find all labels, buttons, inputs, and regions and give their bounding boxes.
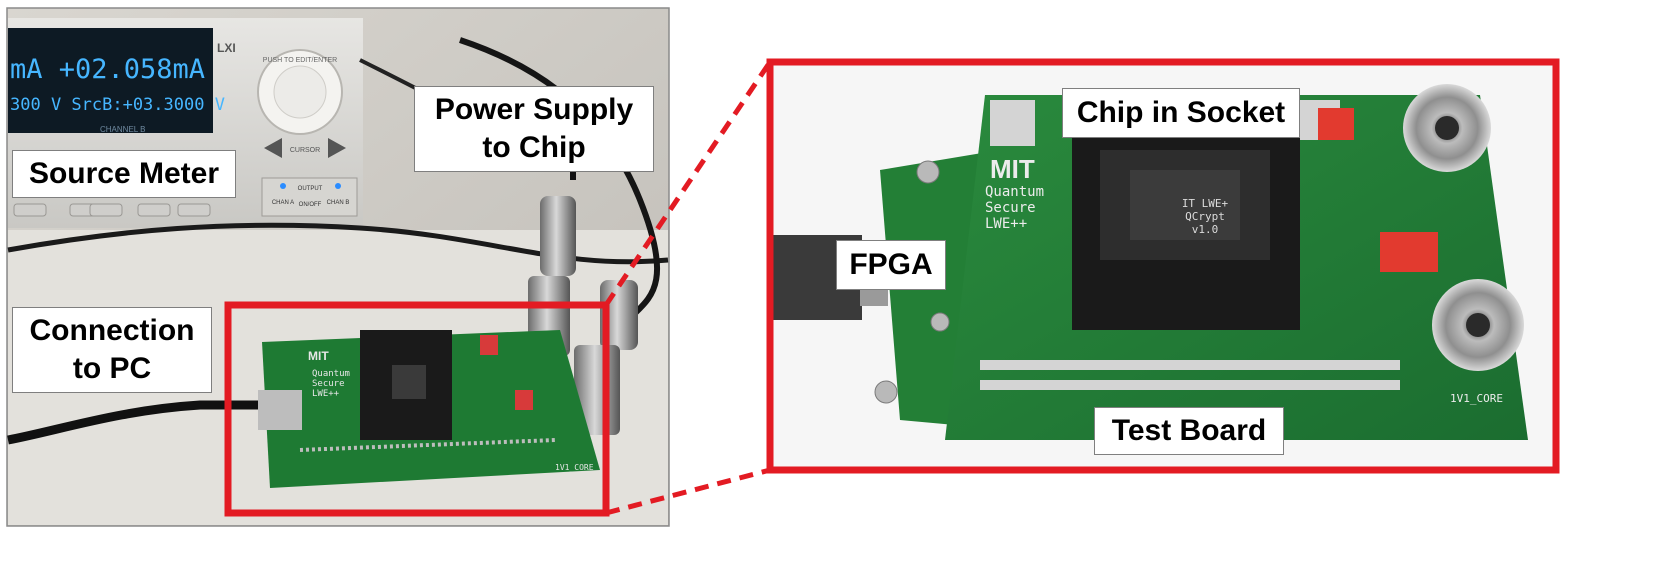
- chip-text-1: IT LWE+: [1182, 197, 1229, 210]
- left-test-board: MIT Quantum Secure LWE++ 1V1_CORE: [258, 330, 600, 488]
- label-chip-in-socket-text: Chip in Socket: [1076, 96, 1286, 129]
- label-power-supply-line2: to Chip: [482, 131, 586, 164]
- usb-cable: [7, 400, 258, 445]
- board-logo: MIT: [990, 154, 1035, 184]
- label-source-meter-text: Source Meter: [28, 157, 220, 190]
- left-board-text-1: Quantum: [312, 369, 350, 379]
- chan-b-label: CHAN B: [327, 200, 350, 206]
- chip-text-2: QCrypt: [1185, 210, 1225, 223]
- meter-screen: [8, 28, 213, 133]
- board-text-2: Secure: [985, 200, 1036, 216]
- label-connection-pc: Connection to PC: [12, 307, 212, 393]
- chip-text-3: v1.0: [1192, 223, 1219, 236]
- highlight-box-right: [766, 58, 1560, 474]
- cursor-label: CURSOR: [290, 147, 320, 154]
- label-connection-line1: Connection: [29, 314, 195, 347]
- board-text-1: Quantum: [985, 184, 1044, 200]
- label-test-board-text: Test Board: [1111, 414, 1267, 447]
- source-meter-device: mA +02.058mA 300 V SrcB:+03.3000 V CHANN…: [8, 18, 363, 228]
- label-fpga-text: FPGA: [849, 248, 933, 281]
- label-fpga: FPGA: [836, 240, 946, 290]
- meter-readout-1: mA +02.058mA: [10, 54, 205, 85]
- output-label: OUTPUT: [298, 186, 323, 192]
- usb-connector: [258, 390, 302, 430]
- jumper-1: [1318, 108, 1354, 140]
- jumper-2: [1380, 232, 1438, 272]
- arrow-right-icon: [328, 138, 346, 158]
- zoom-line-top: [603, 60, 773, 307]
- meter-brand: LXI: [217, 41, 236, 55]
- chan-a-label: CHAN A: [272, 200, 294, 206]
- screw-bottom: [874, 380, 898, 404]
- meter-readout-2: 300 V SrcB:+03.3000 V: [10, 95, 225, 115]
- on-off-label: ON/OFF: [299, 202, 322, 208]
- meter-channel-label: CHANNEL B: [100, 125, 146, 134]
- label-source-meter: Source Meter: [12, 150, 236, 198]
- screw-top: [916, 160, 940, 184]
- chan-a-led: [280, 183, 286, 189]
- zoom-line-bottom: [605, 467, 771, 516]
- left-board-core-label: 1V1_CORE: [555, 463, 594, 472]
- left-board-text-2: Secure: [312, 379, 345, 389]
- knob-caption: PUSH TO EDIT/ENTER: [263, 57, 337, 64]
- highlight-box-left: [224, 301, 610, 517]
- label-power-supply-line1: Power Supply: [434, 93, 634, 126]
- label-chip-in-socket: Chip in Socket: [1062, 88, 1300, 138]
- right-zoom-photo: IT LWE+ QCrypt v1.0 MIT Quantum Secure L…: [770, 62, 1556, 470]
- left-board-text-3: LWE++: [312, 389, 340, 399]
- board-core-label: 1V1_CORE: [1450, 392, 1503, 405]
- left-board-logo: MIT: [308, 349, 329, 363]
- label-test-board: Test Board: [1094, 407, 1284, 455]
- meter-button-row: [13, 203, 211, 217]
- board-text-3: LWE++: [985, 216, 1027, 232]
- chan-b-led: [335, 183, 341, 189]
- arrow-left-icon: [264, 138, 282, 158]
- cable-3: [459, 37, 661, 332]
- label-power-supply: Power Supply to Chip: [414, 86, 654, 172]
- label-connection-line2: to PC: [72, 352, 152, 385]
